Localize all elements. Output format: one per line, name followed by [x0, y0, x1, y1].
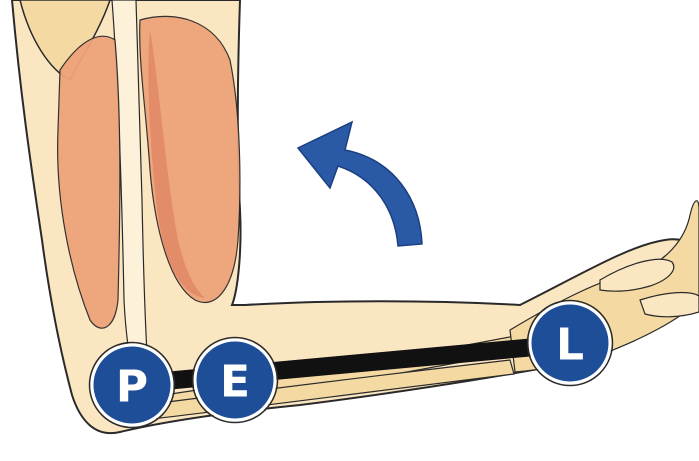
load-marker: L [528, 301, 613, 386]
effort-label: E [220, 357, 250, 408]
pivot-marker: P [90, 343, 175, 428]
load-label: L [556, 320, 584, 371]
pivot-label: P [116, 362, 148, 413]
effort-marker: E [193, 338, 278, 423]
curved-arrow-up-left-icon [298, 122, 422, 246]
